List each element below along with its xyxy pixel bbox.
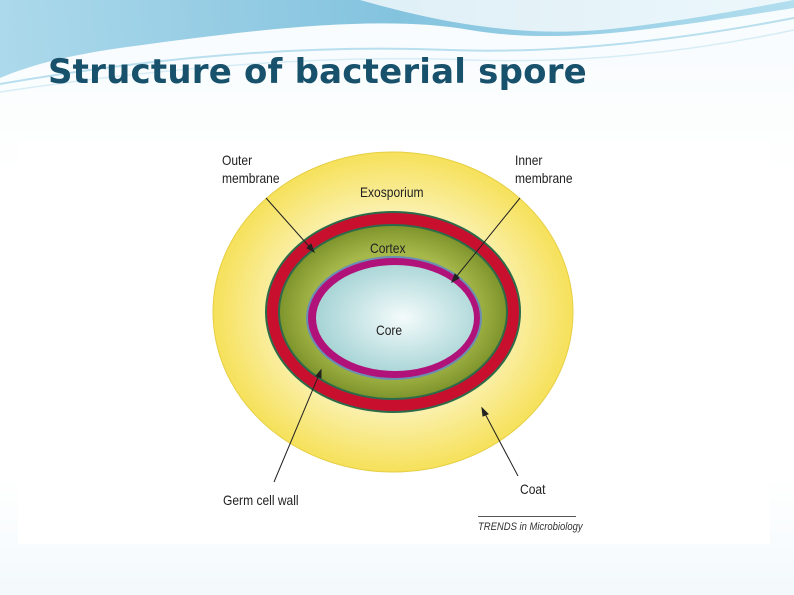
figure-credit: TRENDS in Microbiology [478,521,583,533]
arrowhead-germ-cell-wall [315,368,322,379]
leader-outer-membrane [265,197,315,253]
label-cortex: Cortex [370,240,406,256]
spore-structure-diagram [212,151,574,483]
arrowhead-outer-membrane [306,243,315,254]
label-coat: Coat [520,481,546,497]
label-germ-cell-wall: Germ cell wall [223,492,299,508]
label-core: Core [376,322,403,338]
spore-diagram-panel: Outer membrane Inner membrane Exosporium… [18,140,770,544]
core-layer [316,265,474,371]
label-inner-membrane-line1: Inner [515,152,543,168]
credit-rule [478,516,576,517]
slide-title: Structure of bacterial spore [48,52,587,92]
leader-germ-cell-wall [273,369,322,483]
top-swoosh-decoration [0,0,794,93]
label-outer-membrane-line2: membrane [222,170,280,186]
arrowhead-inner-membrane [451,273,460,284]
leader-coat [481,407,519,477]
arrowhead-coat [481,406,489,417]
leader-inner-membrane [451,197,521,283]
label-exosporium: Exosporium [360,184,424,200]
label-outer-membrane-line1: Outer [222,152,253,168]
label-inner-membrane-line2: membrane [515,170,573,186]
